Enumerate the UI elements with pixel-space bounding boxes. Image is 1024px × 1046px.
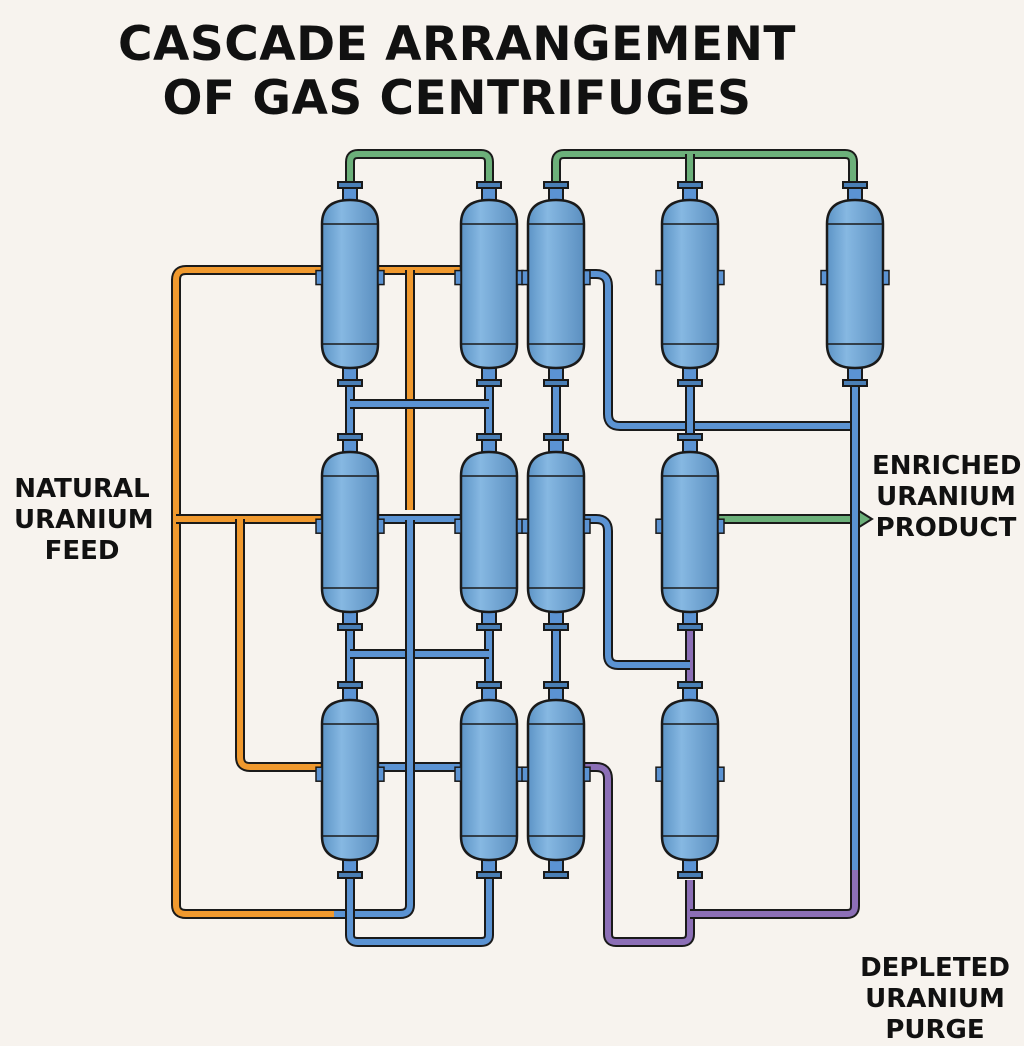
centrifuge-r1-c1 bbox=[315, 181, 385, 387]
title-line-2: OF GAS CENTRIFUGES bbox=[162, 71, 752, 126]
internal-line-10 bbox=[345, 870, 494, 947]
centrifuge-array bbox=[315, 181, 890, 879]
centrifuge-r3-c2 bbox=[454, 681, 524, 879]
feed-line-lower bbox=[235, 519, 322, 772]
product-line-left-loop bbox=[345, 149, 494, 190]
depleted-line-right bbox=[690, 870, 860, 919]
centrifuge-r3-c1 bbox=[315, 681, 385, 879]
product-label-line-3: PRODUCT bbox=[875, 513, 1017, 543]
feed-label-line-2: URANIUM bbox=[14, 505, 154, 535]
depleted-label-line-1: DEPLETED bbox=[860, 953, 1010, 983]
centrifuge-r1-c4 bbox=[655, 181, 725, 387]
diagram-title: CASCADE ARRANGEMENT OF GAS CENTRIFUGES bbox=[0, 18, 914, 126]
centrifuge-r3-c3 bbox=[521, 681, 591, 879]
feed-label-line-1: NATURAL bbox=[14, 474, 150, 504]
centrifuge-r1-c2 bbox=[454, 181, 524, 387]
product-label-line-2: URANIUM bbox=[876, 482, 1016, 512]
centrifuge-r2-c3 bbox=[521, 433, 591, 631]
centrifuge-r2-c2 bbox=[454, 433, 524, 631]
centrifuge-r2-c1 bbox=[315, 433, 385, 631]
centrifuge-r1-c3 bbox=[521, 181, 591, 387]
depleted-line-lower-loop bbox=[584, 762, 695, 947]
cascade-diagram bbox=[171, 149, 890, 947]
internal-line-13 bbox=[584, 269, 855, 431]
centrifuge-r2-c4 bbox=[655, 433, 725, 631]
feed-label-line-3: FEED bbox=[44, 536, 120, 566]
internal-line-16 bbox=[584, 514, 690, 670]
product-line-right-loop bbox=[551, 149, 858, 190]
centrifuge-r3-c4 bbox=[655, 681, 725, 879]
depleted-label-line-2: URANIUM bbox=[865, 984, 1005, 1014]
feed-label: NATURAL URANIUM FEED bbox=[14, 474, 154, 567]
product-label-line-1: ENRICHED bbox=[872, 451, 1022, 481]
pipe-network bbox=[171, 149, 874, 947]
internal-line-9 bbox=[334, 520, 415, 919]
centrifuge-r1-c5 bbox=[820, 181, 890, 387]
title-line-1: CASCADE ARRANGEMENT bbox=[118, 17, 796, 72]
feed-line-outer bbox=[171, 265, 334, 919]
product-label: ENRICHED URANIUM PRODUCT bbox=[872, 451, 1022, 544]
